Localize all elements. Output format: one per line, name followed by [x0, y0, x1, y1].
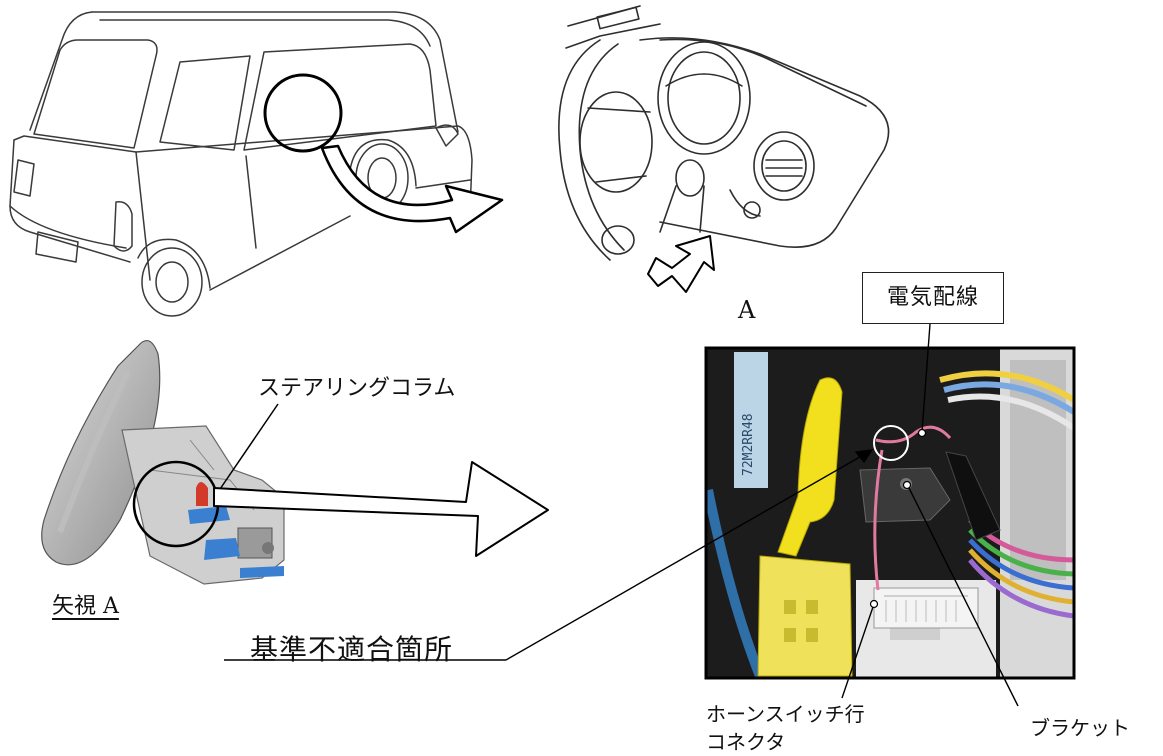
zoom-arrow [213, 461, 549, 557]
dashboard-illustration [558, 5, 890, 261]
photo-frame [704, 346, 1076, 680]
wiring-callout-box: 電気配線 [862, 272, 1004, 324]
photo-leader-lines [224, 323, 1019, 707]
steering-column-label: ステアリングコラム [258, 376, 456, 401]
steering-column-illustration [41, 339, 285, 585]
view-arrow [647, 235, 715, 293]
photo-sticker-text: 72M2RR48 [741, 413, 756, 476]
car-zoom-callout [263, 73, 504, 234]
steering-column-leader [217, 403, 279, 493]
connector-photo: 72M2RR48 [706, 348, 1074, 678]
car-illustration [9, 11, 473, 317]
wiring-label: 電気配線 [886, 285, 979, 310]
view-direction-label: A [738, 296, 756, 324]
view-a-label: 矢視 A [52, 594, 119, 619]
horn-switch-label-line2: コネクタ [706, 730, 786, 754]
nonconforming-location-label: 基準不適合箇所 [250, 633, 454, 666]
bracket-label: ブラケット [1030, 716, 1130, 740]
horn-switch-label-line1: ホーンスイッチ行 [706, 702, 865, 726]
